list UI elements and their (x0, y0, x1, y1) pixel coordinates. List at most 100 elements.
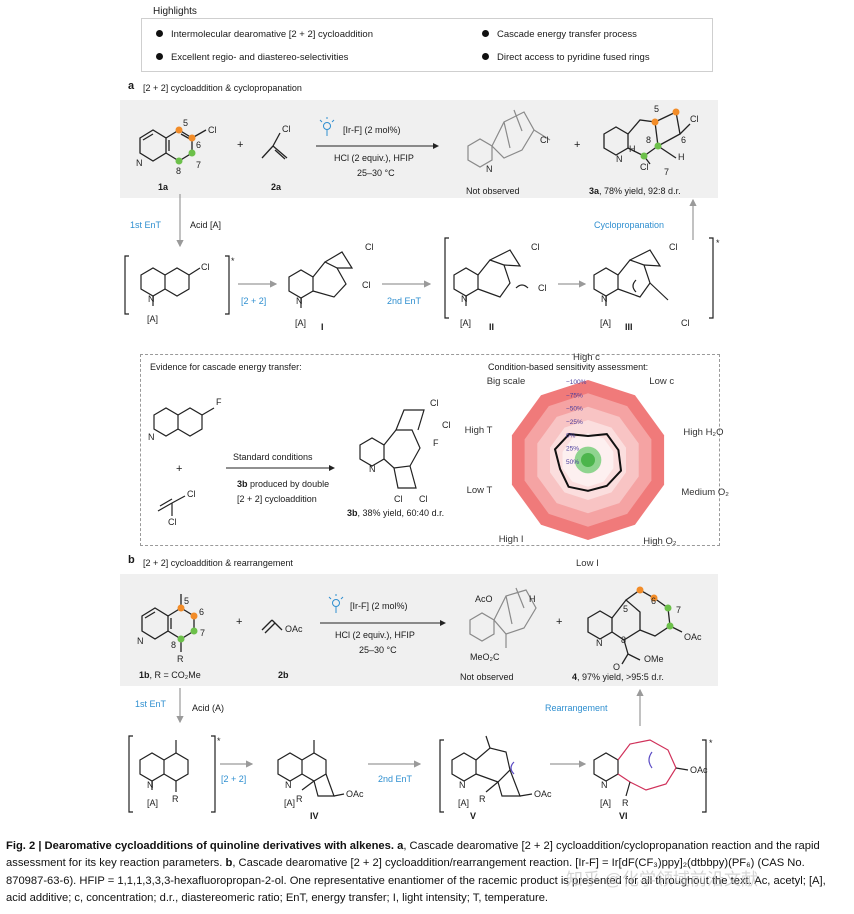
radar-axis-label: Low T (467, 485, 493, 496)
acid-tag: [A] (600, 798, 611, 808)
radar-ring-label: −100% (566, 379, 587, 386)
panel-b-title: [2 + 2] cycloaddition & rearrangement (143, 558, 293, 568)
group-r: R (177, 654, 184, 664)
locant-8: 8 (621, 635, 626, 645)
position-marker (654, 142, 662, 150)
radar-ring-label: −25% (566, 419, 583, 426)
locant-8: 8 (646, 135, 651, 145)
atom-cl: Cl (690, 114, 699, 124)
panel-b-letter: b (128, 554, 135, 566)
reagent-temperature: 25–30 °C (359, 645, 397, 655)
vinylidene-chloride (157, 495, 186, 516)
atom-n: N (285, 780, 292, 790)
intermediate-I-structure (288, 251, 354, 308)
compound-1a: 1a (158, 182, 169, 192)
group-r: R (296, 794, 303, 804)
figure-caption: Fig. 2 | Dearomative cycloadditions of q… (6, 840, 826, 905)
reagent-acid: HCl (2 equiv.), HFIP (335, 630, 415, 640)
atom-cl: Cl (394, 494, 403, 504)
atom-n: N (148, 432, 155, 442)
radar-ring-label: 25% (566, 446, 579, 453)
plus-sign: + (556, 616, 563, 628)
reagent-catalyst: [Ir-F] (2 mol%) (350, 601, 408, 611)
atom-n: N (296, 296, 303, 306)
acid-tag: [A] (295, 318, 306, 328)
locant-6: 6 (196, 140, 201, 150)
atom-cl: Cl (168, 517, 177, 527)
atom-cl: Cl (419, 494, 428, 504)
acid-tag: [A] (147, 314, 158, 324)
not-observed-structure-b (469, 587, 537, 648)
radar-axis-label: Big scale (487, 376, 526, 387)
atom-cl: Cl (669, 242, 678, 252)
highlight-item: Excellent regio- and diastereo-selectivi… (156, 52, 348, 63)
group-r: R (479, 794, 486, 804)
atom-cl: Cl (531, 242, 540, 252)
position-marker (190, 627, 198, 635)
position-marker (664, 604, 672, 612)
locant-7: 7 (196, 160, 201, 170)
intermediate-IV-structure (277, 740, 345, 797)
radar-axis-label: Low I (576, 558, 599, 569)
alkene-2a (261, 132, 288, 160)
not-observed-label: Not observed (460, 672, 514, 682)
position-marker (188, 149, 196, 157)
group-meo2c: MeO₂C (470, 652, 500, 662)
watermark-text: 知乎 @化学领域前沿文献 (566, 870, 758, 889)
step-label: [2 + 2] (221, 774, 247, 784)
bracket-large-b (439, 739, 707, 813)
position-marker (640, 152, 648, 160)
vinyl-acetate-2b (261, 619, 283, 634)
intermediate-II-structure (453, 249, 529, 306)
reagent-temperature: 25–30 °C (357, 168, 395, 178)
product-3a-label: 3a, 78% yield, 92:8 d.r. (589, 186, 681, 196)
acid-tag: [A] (284, 798, 295, 808)
panel-a-letter: a (128, 80, 135, 92)
atom-n: N (148, 294, 155, 304)
highlights-box (141, 18, 713, 72)
compound-2a: 2a (271, 182, 282, 192)
not-observed-structure-a (467, 109, 551, 168)
atom-n: N (601, 780, 608, 790)
atom-cl: Cl (442, 420, 451, 430)
bracket-left-a (124, 255, 230, 315)
group-ome: OMe (644, 654, 664, 664)
compound-2b: 2b (278, 670, 289, 680)
radar-ring-label: −50% (566, 406, 583, 413)
intermediate-IV: IV (310, 811, 319, 821)
radar-axis-label: Medium O₂ (681, 487, 729, 498)
highlight-item: Direct access to pyridine fused rings (482, 52, 650, 63)
intermediate-II: II (489, 322, 495, 332)
group-oac: OAc (690, 765, 708, 775)
highlight-item: Cascade energy transfer process (482, 29, 637, 40)
position-marker (188, 134, 196, 142)
rearrangement-label: Rearrangement (545, 703, 608, 713)
atom-cl: Cl (362, 280, 371, 290)
reagent-acid: HCl (2 equiv.), HFIP (334, 153, 414, 163)
intermediate-VI: VI (619, 811, 628, 821)
atom-cl: Cl (282, 124, 291, 134)
panel-a-title: [2 + 2] cycloaddition & cyclopropanation (143, 83, 302, 93)
excited-star: * (716, 238, 720, 248)
radar-core (581, 453, 595, 467)
excited-star: * (709, 738, 713, 748)
plus-sign: + (237, 139, 244, 151)
product-3b-structure (359, 409, 425, 489)
cyclopropanation-label: Cyclopropanation (594, 220, 665, 230)
acid-label: Acid (A) (192, 703, 225, 713)
locant-8: 8 (176, 166, 181, 176)
atom-n: N (459, 780, 466, 790)
position-marker (651, 118, 659, 126)
atom-h: H (529, 594, 536, 604)
atom-f: F (433, 438, 439, 448)
atom-n: N (461, 294, 468, 304)
light-bulb-icon (319, 117, 335, 136)
evidence-note-2: [2 + 2] cycloaddition (237, 494, 317, 504)
radar-ring-label: 50% (566, 459, 579, 466)
intermediate-III-structure (593, 249, 669, 306)
intermediate-III: III (625, 322, 633, 332)
quinolinium-excited (140, 267, 201, 306)
locant-5: 5 (183, 118, 188, 128)
